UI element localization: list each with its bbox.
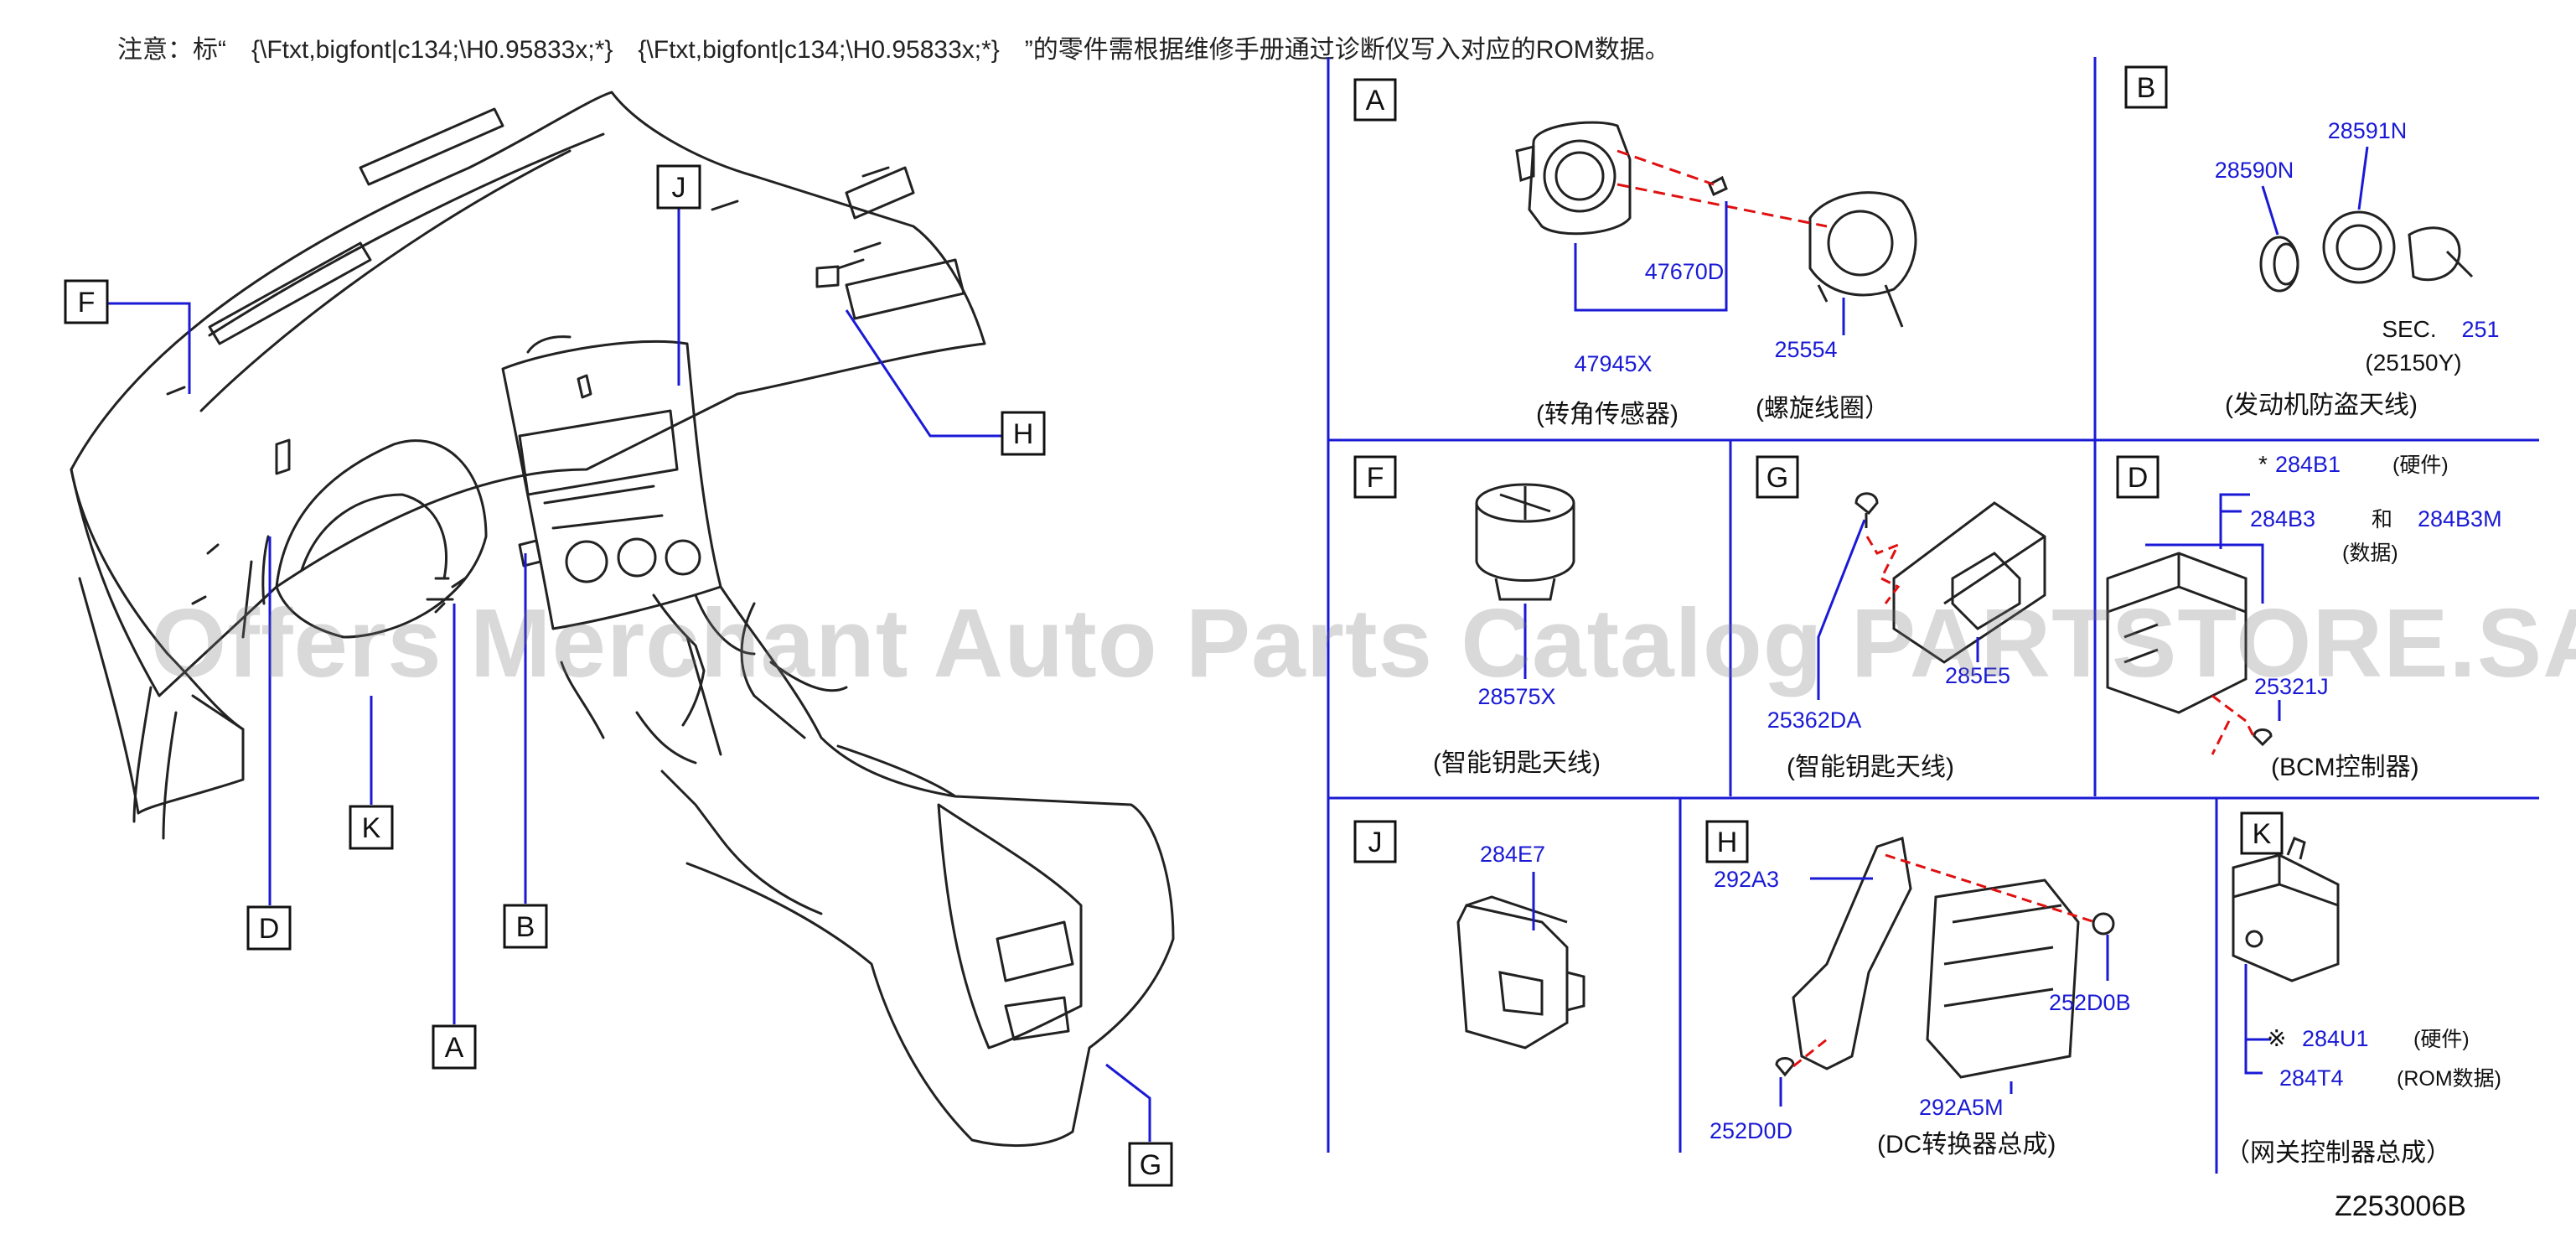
caption-steering-angle-sensor: (转角传感器) — [1536, 401, 1679, 428]
part-292A5M: 292A5M — [1919, 1095, 2004, 1120]
caption-dc-converter: (DC转换器总成) — [1877, 1131, 2056, 1158]
part-284U1: 284U1 — [2302, 1026, 2369, 1051]
part-285E5: 285E5 — [1945, 663, 2010, 688]
panel-B-letter: B — [2137, 72, 2156, 104]
part-252D0D: 252D0D — [1710, 1118, 1792, 1143]
panel-A: 47670D 47945X 25554 (转角传感器) (螺旋线圈） — [1515, 121, 1917, 428]
callout-J: J — [672, 172, 686, 204]
hardware-label-D: (硬件) — [2392, 454, 2449, 477]
caption-spiral-cable: (螺旋线圈） — [1756, 395, 1890, 422]
callout-D: D — [259, 913, 280, 945]
part-252D0B: 252D0B — [2049, 990, 2131, 1015]
part-28575X: 28575X — [1477, 684, 1555, 709]
callout-F: F — [78, 287, 96, 319]
panel-G-letter: G — [1766, 462, 1788, 494]
panel-H: 292A3 252D0B 292A5M 252D0D (DC转换器总成) — [1710, 837, 2131, 1158]
caption-gateway-controller: （网关控制器总成） — [2225, 1139, 2451, 1167]
part-284B1: 284B1 — [2275, 452, 2341, 477]
hardware-label-K: (硬件) — [2413, 1028, 2470, 1051]
part-25321J: 25321J — [2254, 674, 2329, 699]
panel-J-letter: J — [1368, 827, 1383, 858]
callout-G: G — [1140, 1149, 1161, 1181]
part-25554: 25554 — [1774, 337, 1837, 362]
part-28591N: 28591N — [2328, 118, 2408, 143]
part-251: 251 — [2461, 317, 2499, 342]
part-284E7: 284E7 — [1480, 842, 1545, 867]
caption-smart-key-antenna-F: (智能钥匙天线) — [1433, 749, 1601, 777]
panel-A-letter: A — [1366, 85, 1385, 117]
part-25150Y: (25150Y) — [2365, 350, 2461, 376]
part-47670D: 47670D — [1645, 259, 1725, 284]
panel-K: ※ 284U1 (硬件) 284T4 (ROM数据) （网关控制器总成） — [2225, 837, 2501, 1167]
part-284B3: 284B3 — [2250, 506, 2315, 531]
star-mark: * — [2258, 451, 2268, 477]
panel-H-letter: H — [1717, 827, 1738, 858]
part-25362DA: 25362DA — [1767, 708, 1862, 733]
dashboard-illustration — [70, 91, 1175, 1148]
caption-immobilizer-antenna: (发动机防盗天线) — [2225, 391, 2418, 419]
callout-A: A — [445, 1032, 464, 1064]
data-label: (数据) — [2342, 542, 2398, 565]
panel-grid — [1327, 57, 2539, 1174]
part-284T4: 284T4 — [2279, 1065, 2344, 1091]
reference-mark: ※ — [2267, 1025, 2286, 1051]
callout-H: H — [1013, 418, 1034, 450]
overview-callouts: F J H K D B A G — [64, 164, 1173, 1187]
part-28590N: 28590N — [2215, 158, 2294, 183]
part-47945X: 47945X — [1574, 351, 1652, 376]
part-284B3M: 284B3M — [2418, 506, 2502, 531]
panel-J: 284E7 — [1456, 842, 1585, 1050]
panel-F-letter: F — [1367, 462, 1384, 494]
callout-K: K — [362, 812, 381, 844]
rom-note: 注意：标“ {\Ftxt,bigfont|c134;\H0.95833x;*} … — [117, 36, 1670, 64]
panel-B: 28591N 28590N SEC. 251 (25150Y) (发动机防盗天线… — [2215, 118, 2500, 419]
panel-D-letter: D — [2128, 462, 2149, 494]
callout-B: B — [516, 911, 535, 943]
caption-bcm: (BCM控制器) — [2271, 754, 2419, 781]
part-292A3: 292A3 — [1714, 867, 1779, 892]
rom-data-label: (ROM数据) — [2397, 1067, 2501, 1091]
sec-label: SEC. — [2382, 316, 2436, 342]
diagram-id: Z253006B — [2335, 1190, 2466, 1222]
and-label: 和 — [2372, 508, 2392, 531]
panel-D: * 284B1 (硬件) 284B3 和 284B3M (数据) 25321J … — [2106, 451, 2502, 781]
panel-F: 28575X (智能钥匙天线) — [1433, 483, 1601, 777]
caption-smart-key-antenna-G: (智能钥匙天线) — [1787, 754, 1954, 781]
panel-K-letter: K — [2253, 818, 2272, 850]
panel-G: 25362DA 285E5 (智能钥匙天线) — [1767, 492, 2046, 781]
